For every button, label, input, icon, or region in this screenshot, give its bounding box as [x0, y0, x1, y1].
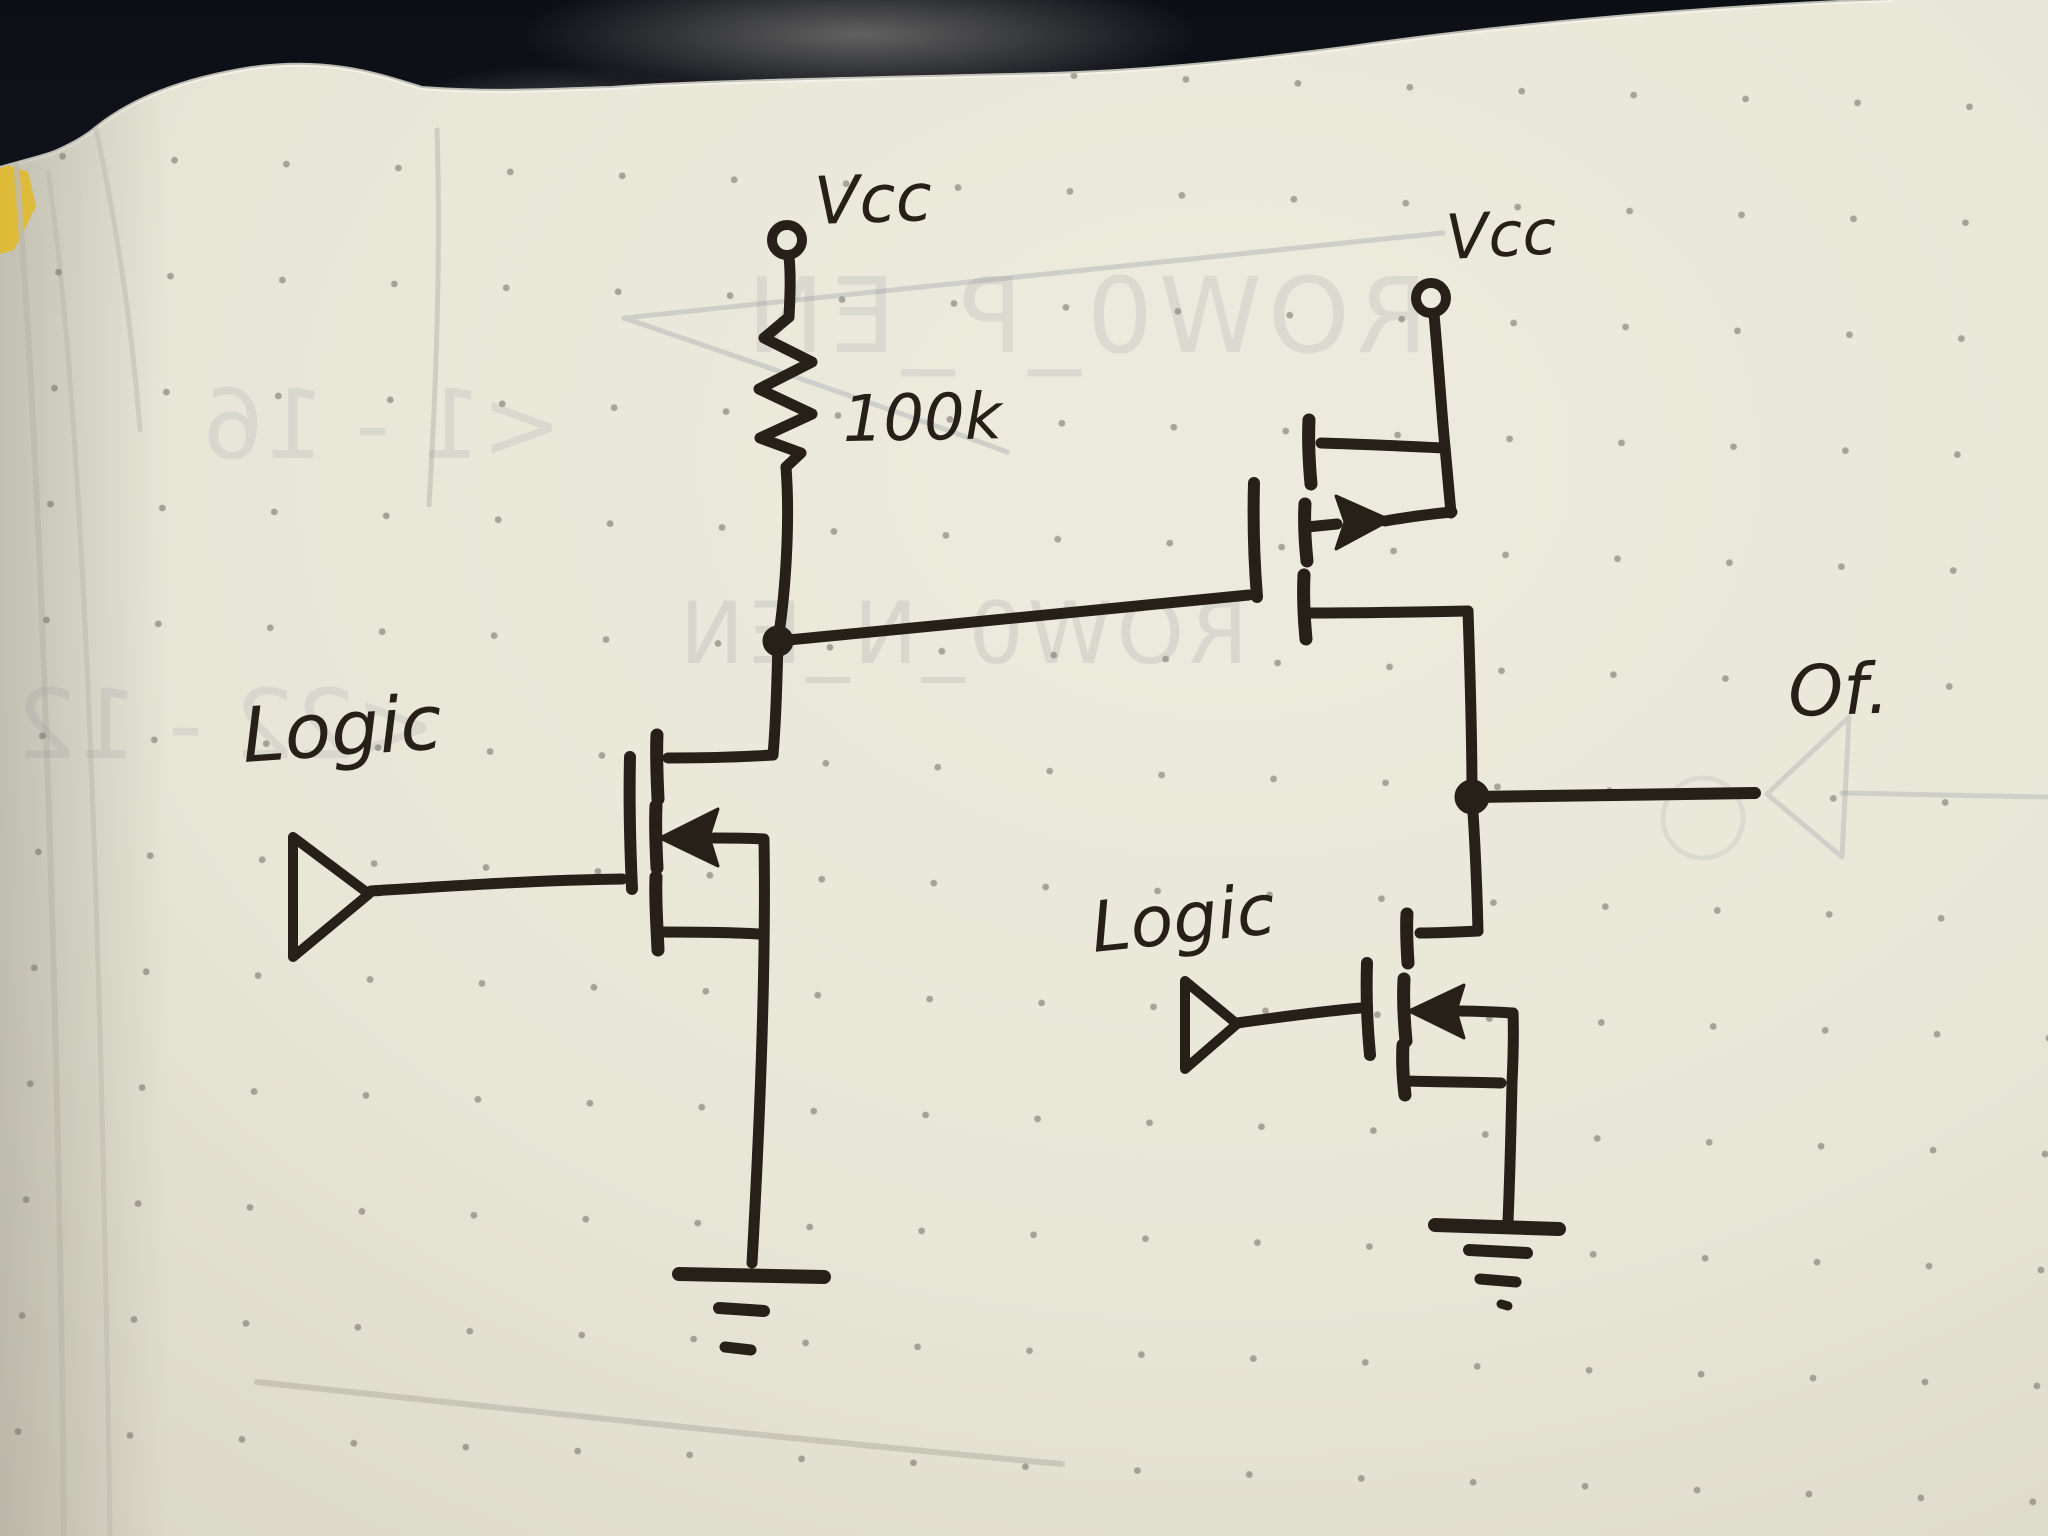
input-buffer-right — [1180, 976, 1367, 1074]
vcc-right-label: Vcc — [1444, 195, 1558, 274]
resistor-zigzag-icon — [753, 311, 818, 473]
ghost-text-range-2: <22 - 12 — [16, 669, 436, 781]
body-lead — [1379, 506, 1458, 527]
ground-right — [1428, 1218, 1566, 1311]
body-lead — [1454, 1005, 1519, 1019]
ghost-text-range-1: <1 - 16 — [203, 369, 562, 481]
pmos-right — [1247, 413, 1478, 802]
channel-stub-drain — [650, 728, 665, 806]
ground-bar-1 — [1428, 1218, 1566, 1236]
drain-riser — [767, 635, 784, 761]
ghost-bleedthrough-layer: ROW0_P_EN ROW0_N_EN <1 - 16 <22 - 12 — [16, 230, 2048, 1467]
source-down-wire — [1502, 1007, 1519, 1227]
pullup-resistor — [753, 311, 818, 646]
ghost-wire-right — [1839, 790, 2048, 800]
ground-bar-3 — [1474, 1273, 1522, 1288]
drain-lead — [1302, 605, 1474, 619]
source-lead — [653, 926, 765, 940]
buffer-triangle-icon — [288, 832, 374, 962]
channel-stub-source — [1302, 413, 1318, 491]
vcc-left-label: Vcc — [813, 159, 933, 240]
channel-stub-source — [649, 870, 665, 957]
ground-left — [672, 1267, 831, 1356]
ghost-text-row0-p-en: ROW0_P_EN — [741, 255, 1428, 377]
buffer-triangle-icon — [1180, 976, 1242, 1074]
channel-stub-drain — [1400, 907, 1415, 970]
paper-crease-bottom — [254, 1379, 1065, 1467]
drain-down-wire — [1462, 605, 1478, 802]
ghost-loop — [1660, 775, 1746, 861]
output-wire — [1466, 787, 1761, 803]
ghost-chevron-icon — [621, 230, 1446, 455]
body-stub-lead — [1301, 518, 1343, 533]
channel-stub-body — [649, 799, 664, 875]
source-lead — [1401, 1075, 1507, 1089]
channel-stub-body — [1298, 497, 1314, 568]
source-lead — [1315, 437, 1450, 454]
resistor-value-label: 100k — [842, 380, 1005, 457]
resistor-bottom-lead — [772, 461, 794, 646]
nmos-left — [623, 635, 784, 1269]
gate-wire-left — [365, 873, 628, 897]
gate-bar — [623, 751, 638, 895]
channel-stub-source — [1396, 1038, 1412, 1102]
nmos-right — [1360, 907, 1519, 1227]
circuit-ink-layer: Vcc 100k Logic Vcc Logic Of. — [239, 159, 1891, 1356]
wire-nodeA-to-pmos-gate — [772, 589, 1255, 647]
ground-bar-1 — [672, 1267, 831, 1284]
logic-right-label: Logic — [1087, 868, 1279, 969]
logic-left-label: Logic — [239, 677, 445, 780]
output-label: Of. — [1787, 648, 1891, 733]
vcc-left-lead — [783, 251, 796, 323]
gate-bar — [1360, 957, 1376, 1061]
input-buffer-left — [288, 832, 628, 962]
pmos-body-arrow-icon — [1334, 494, 1392, 551]
ground-bar-3 — [719, 1341, 757, 1356]
channel-stub-drain — [1297, 568, 1313, 646]
gate-wire-right — [1231, 1002, 1367, 1029]
ground-bar-2 — [713, 1302, 770, 1317]
ground-dash — [1496, 1299, 1513, 1311]
ghost-triangle-icon — [1764, 714, 1852, 860]
source-down-wire — [746, 834, 770, 1269]
drain-lead — [1414, 925, 1484, 939]
channel-stub-body — [1397, 972, 1413, 1048]
wire-node-to-nmos2-drain — [1466, 791, 1484, 937]
ground-bar-2 — [1463, 1244, 1533, 1259]
gate-bar — [1247, 477, 1263, 603]
body-lead — [708, 832, 770, 845]
drain-lead — [662, 749, 779, 764]
